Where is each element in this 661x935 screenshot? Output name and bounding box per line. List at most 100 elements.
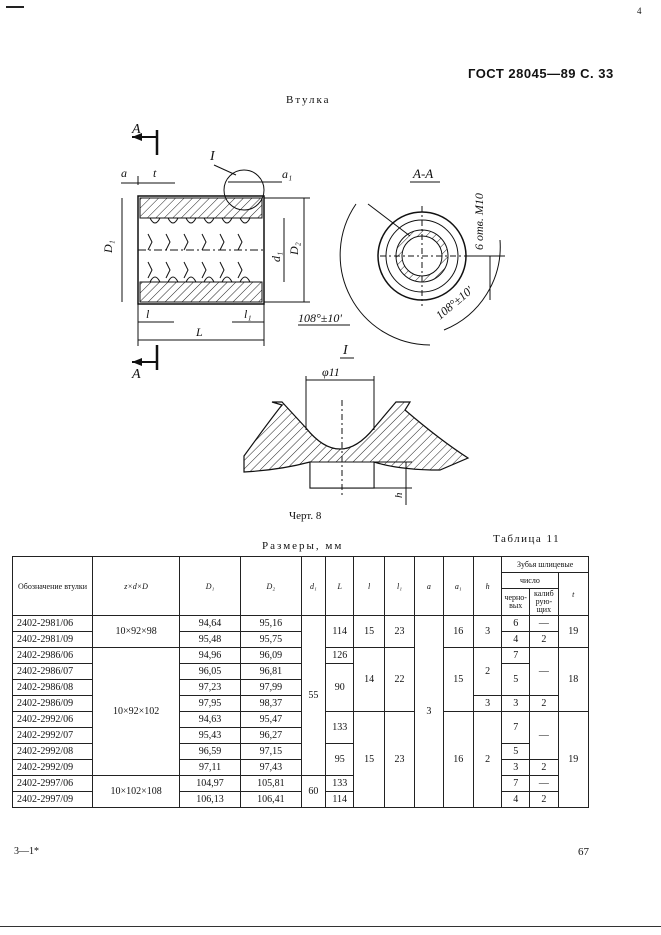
header-t: t xyxy=(557,572,590,616)
cell-h: 2 xyxy=(472,711,503,808)
detail-i-view: I φ11 h xyxy=(243,343,470,505)
dim-d1-big-label: D₁ xyxy=(101,240,115,254)
header-teeth: Зубья шлицевые xyxy=(501,556,589,573)
cell-d1: 96,59 xyxy=(179,743,241,760)
table-row: 2402-2992/08 96,59 97,15 95 5 xyxy=(11,743,589,776)
cell-a: 3 xyxy=(414,615,444,808)
cell-d1: 97,95 xyxy=(179,695,241,712)
dim-big-l-label: L xyxy=(195,325,203,339)
header-designation: Обозначение втулки xyxy=(11,556,94,616)
cell-designation: 2402-2986/09 xyxy=(11,695,94,712)
cell-rough: 3 xyxy=(501,759,531,776)
section-a-a-title: A-A xyxy=(412,166,433,181)
cell-d1: 94,63 xyxy=(179,711,241,728)
dim-l1-label: l₁ xyxy=(244,307,252,321)
bushing-side-view: a t a₁ I D₁ d₁ D₂ l l₁ L xyxy=(101,149,310,346)
cell-rough: 6 xyxy=(501,615,531,632)
view-i-label: I xyxy=(209,149,216,164)
dim-a1-label: a₁ xyxy=(282,167,292,181)
cell-l-big: 114 xyxy=(325,791,355,808)
table-row: 2402-2997/06 10×102×108 104,97 105,81 60… xyxy=(11,775,589,808)
section-marker-top: A xyxy=(131,122,159,155)
angle-left-label: 108°±10' xyxy=(298,311,342,325)
cell-rough: 7 xyxy=(501,775,531,792)
cell-rough: 4 xyxy=(501,631,531,648)
drawing-title: Втулка xyxy=(286,94,331,106)
header-d2: D₂ xyxy=(239,556,302,616)
table-row: 2402-2992/07 95,43 96,27 xyxy=(11,727,589,744)
footer-sheet-mark: 3—1* xyxy=(14,846,39,857)
cell-rough: 5 xyxy=(501,743,531,760)
cell-h: 3 xyxy=(472,615,503,648)
cell-d1: 104,97 xyxy=(179,775,241,792)
cell-l-big: 133 xyxy=(325,711,355,744)
cell-calib: — xyxy=(529,711,559,760)
header-a: a xyxy=(414,556,444,616)
cell-d2: 97,43 xyxy=(239,759,302,776)
cell-designation: 2402-2992/06 xyxy=(11,711,94,728)
cell-d1-small: 60 xyxy=(300,775,327,808)
header-size: z×d×D xyxy=(92,556,181,616)
cell-size: 10×92×98 xyxy=(92,615,181,648)
cell-calib: 2 xyxy=(529,791,559,808)
table-row: 2402-2992/06 94,63 95,47 133 15 23 16 2 … xyxy=(11,711,590,808)
cell-d2: 95,16 xyxy=(239,615,302,632)
detail-h-label: h xyxy=(393,492,405,498)
table-row: 2402-2981/09 95,48 95,75 4 2 xyxy=(11,631,589,648)
cell-d2: 105,81 xyxy=(239,775,302,792)
header-d1-big: D₁ xyxy=(179,556,241,616)
cell-rough: 7 xyxy=(501,647,531,664)
cell-t: 19 xyxy=(557,615,590,648)
section-a-top-label: A xyxy=(131,122,141,137)
cell-d1: 95,48 xyxy=(179,631,241,648)
header-rough: черно-вых xyxy=(501,588,531,616)
detail-i-title: I xyxy=(342,343,349,358)
table-row: 2402-2986/07 96,05 96,81 90 5 xyxy=(11,663,589,712)
cell-d1: 95,43 xyxy=(179,727,241,744)
cell-l1: 22 xyxy=(383,647,416,712)
dimensions-table: Обозначение втулки z×d×D D₁ D₂ d₁ L l l₁… xyxy=(11,556,590,808)
header-d1-small: d₁ xyxy=(300,556,327,616)
cell-designation: 2402-2986/08 xyxy=(11,679,94,696)
cell-designation: 2402-2992/07 xyxy=(11,727,94,744)
header-calib: калиб рую-щих xyxy=(529,588,559,616)
cell-rough: 7 xyxy=(501,711,531,744)
cell-t: 19 xyxy=(557,711,590,808)
cell-size: 10×92×102 xyxy=(92,647,181,776)
table-title: Таблица 11 xyxy=(493,533,561,545)
cell-d2: 98,37 xyxy=(239,695,302,712)
header-count: число xyxy=(501,572,559,589)
bottom-rule xyxy=(0,926,661,927)
cell-l1: 23 xyxy=(383,615,416,648)
cell-d1: 106,13 xyxy=(179,791,241,808)
cell-l-big: 90 xyxy=(325,663,355,712)
cell-rough: 3 xyxy=(501,695,531,712)
section-a-bottom-label: A xyxy=(131,367,141,382)
dim-l-label: l xyxy=(146,307,150,321)
drawing-caption: Черт. 8 xyxy=(289,510,322,522)
cell-l-big: 95 xyxy=(325,743,355,776)
detail-diameter-label: φ11 xyxy=(322,365,340,379)
cell-designation: 2402-2997/09 xyxy=(11,791,94,808)
cell-l-big: 133 xyxy=(325,775,355,792)
cell-l1: 23 xyxy=(383,711,416,808)
footer-page-number: 67 xyxy=(578,846,589,858)
cell-d2: 95,75 xyxy=(239,631,302,648)
header-l-big: L xyxy=(325,556,355,616)
section-a-a-view: A-A 6 отв. M10 108°±10' 108°±10' xyxy=(298,166,505,346)
cell-rough: 4 xyxy=(501,791,531,808)
cell-l-big: 126 xyxy=(325,647,355,664)
cell-calib: 2 xyxy=(529,759,559,776)
cell-d2: 96,27 xyxy=(239,727,302,744)
cell-designation: 2402-2997/06 xyxy=(11,775,94,792)
dim-d2-label: D₂ xyxy=(287,242,301,256)
cell-designation: 2402-2981/06 xyxy=(11,615,94,632)
cell-a1: 16 xyxy=(442,711,474,808)
cell-l: 14 xyxy=(353,647,385,712)
cell-size: 10×102×108 xyxy=(92,775,181,808)
table-header-row-2: число t xyxy=(13,572,590,616)
cell-t: 18 xyxy=(557,647,590,712)
table-header-row-1: Обозначение втулки z×d×D D₁ D₂ d₁ L l l₁… xyxy=(11,556,589,616)
corner-number: 4 xyxy=(637,6,642,16)
cell-h: 2 xyxy=(472,647,503,696)
